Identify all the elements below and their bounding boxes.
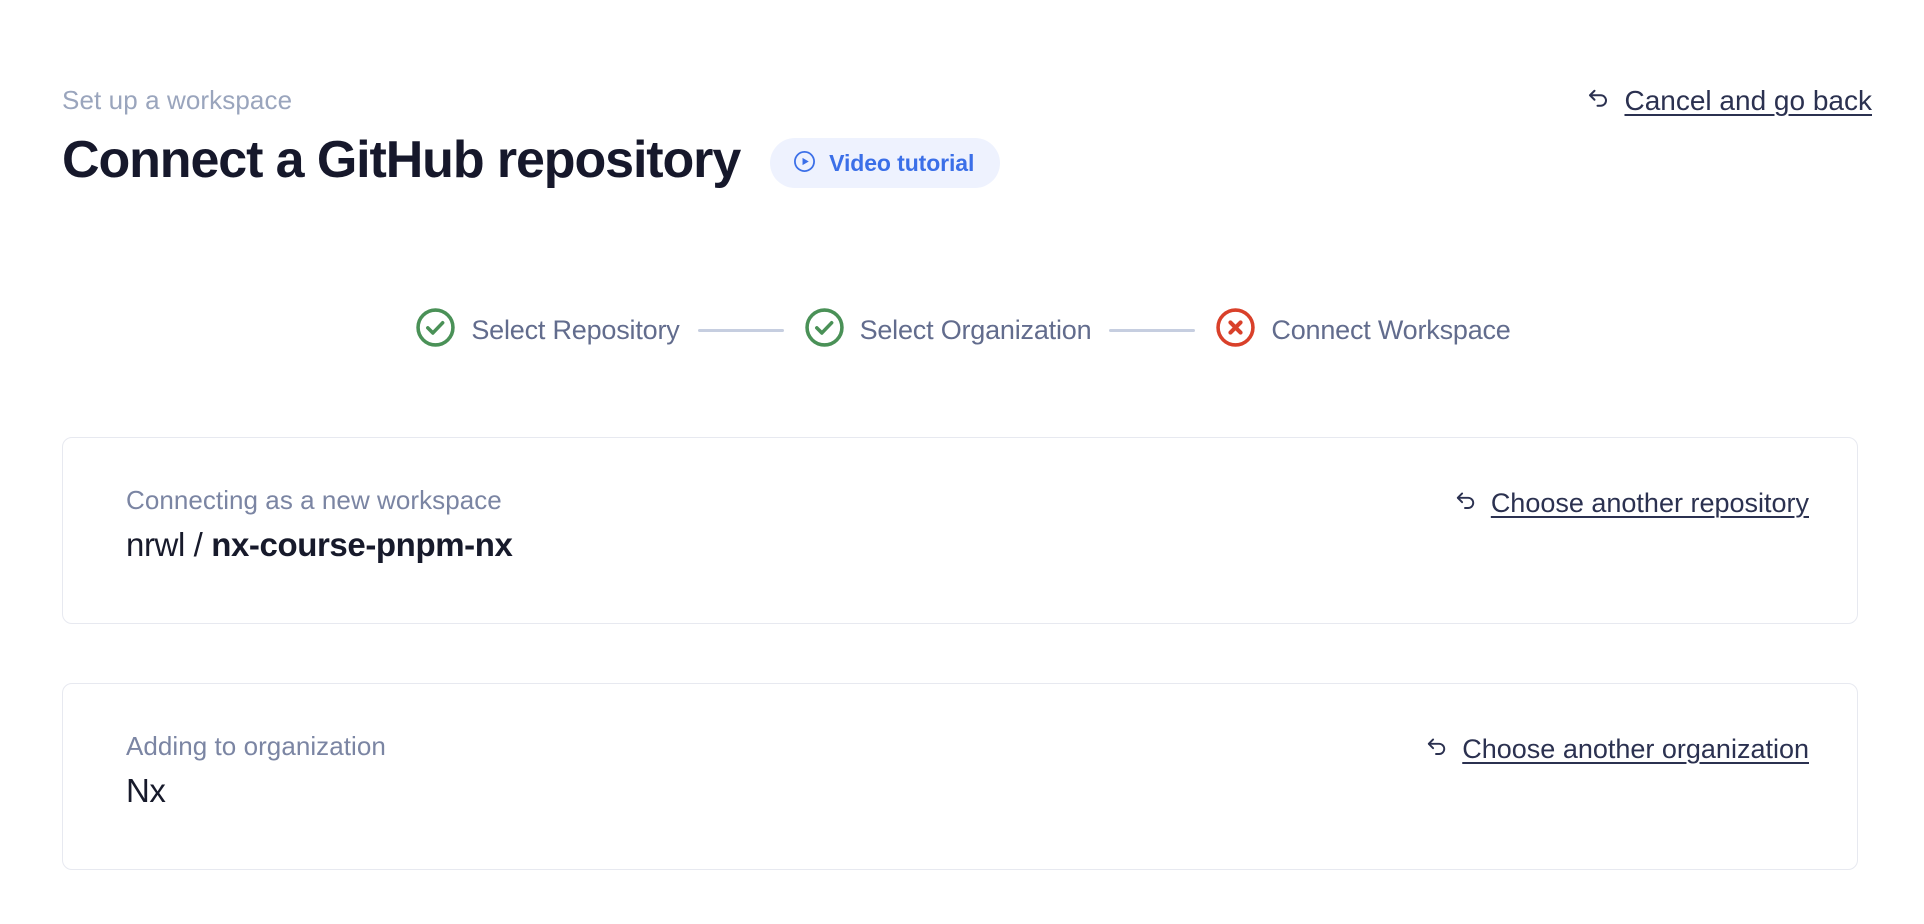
- progress-stepper: Select Repository Select Organization Co…: [0, 305, 1924, 355]
- choose-another-repository-link[interactable]: Choose another repository: [1451, 486, 1809, 520]
- page-title: Connect a GitHub repository: [62, 130, 740, 190]
- undo-arrow-icon: [1583, 83, 1613, 118]
- choose-another-organization-link[interactable]: Choose another organization: [1422, 732, 1809, 766]
- choose-another-organization-label: Choose another organization: [1462, 733, 1809, 766]
- x-circle-icon: [1213, 305, 1258, 355]
- organization-card-caption: Adding to organization: [126, 730, 386, 762]
- organization-name: Nx: [126, 772, 166, 809]
- repository-card-value: nrwl / nx-course-pnpm-nx: [126, 525, 512, 565]
- step-select-repository[interactable]: Select Repository: [413, 305, 679, 355]
- step-label: Select Organization: [860, 314, 1092, 347]
- check-circle-icon: [413, 305, 458, 355]
- organization-card-value: Nx: [126, 771, 386, 811]
- organization-card: Adding to organization Nx Choose another…: [62, 683, 1858, 870]
- undo-arrow-icon: [1422, 732, 1451, 766]
- repository-card: Connecting as a new workspace nrwl / nx-…: [62, 437, 1858, 624]
- step-label: Connect Workspace: [1271, 314, 1510, 347]
- organization-card-inner: Adding to organization Nx Choose another…: [126, 730, 1809, 811]
- choose-another-repository-label: Choose another repository: [1491, 487, 1809, 520]
- step-label: Select Repository: [471, 314, 679, 347]
- repository-name: nx-course-pnpm-nx: [211, 526, 512, 563]
- repository-card-inner: Connecting as a new workspace nrwl / nx-…: [126, 484, 1809, 565]
- video-tutorial-label: Video tutorial: [829, 150, 974, 177]
- cancel-and-go-back-link[interactable]: Cancel and go back: [1583, 83, 1872, 118]
- cancel-and-go-back-label: Cancel and go back: [1624, 84, 1872, 118]
- step-connect-workspace[interactable]: Connect Workspace: [1213, 305, 1510, 355]
- undo-arrow-icon: [1451, 486, 1480, 520]
- organization-card-text: Adding to organization Nx: [126, 730, 386, 811]
- repository-owner: nrwl /: [126, 526, 211, 563]
- title-row: Connect a GitHub repository Video tutori…: [62, 130, 1872, 190]
- check-circle-icon: [802, 305, 847, 355]
- repository-card-caption: Connecting as a new workspace: [126, 484, 512, 516]
- step-connector: [1109, 329, 1195, 332]
- play-circle-icon: [792, 149, 817, 177]
- step-select-organization[interactable]: Select Organization: [802, 305, 1092, 355]
- repository-card-text: Connecting as a new workspace nrwl / nx-…: [126, 484, 512, 565]
- video-tutorial-button[interactable]: Video tutorial: [770, 138, 1000, 188]
- step-connector: [698, 329, 784, 332]
